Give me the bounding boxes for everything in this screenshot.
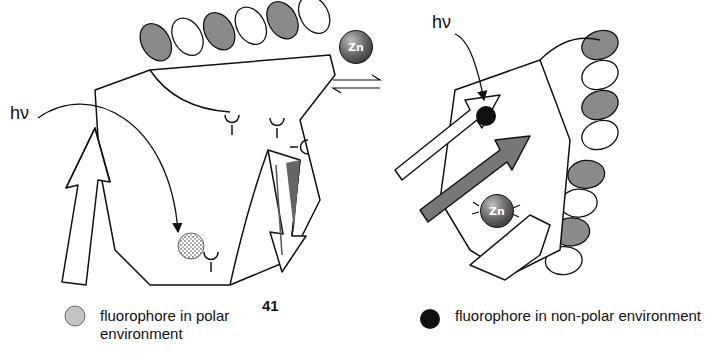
equilibrium-arrows <box>333 75 380 93</box>
ion-label: Zn <box>489 205 505 218</box>
helix-turn <box>134 18 178 67</box>
light-arrow <box>455 34 484 100</box>
compound-number: 41 <box>262 297 279 314</box>
polar-fluorophore <box>178 233 204 259</box>
zinc-ion: Zn <box>339 30 373 64</box>
helix-turn <box>197 7 241 56</box>
light-arrow <box>38 104 178 232</box>
apo-protein <box>62 55 335 285</box>
helix-turn <box>578 25 623 64</box>
helix-turn <box>578 85 623 124</box>
helix-turn <box>260 0 304 45</box>
legend-text: fluorophore in polar environment <box>100 307 275 343</box>
legend-swatch <box>420 309 440 329</box>
legend-text: fluorophore in non-polar environment <box>455 307 705 325</box>
helix-turn <box>165 12 209 61</box>
zinc-ion: Zn <box>480 194 514 228</box>
binding-sites <box>204 115 308 272</box>
helix-turn <box>229 1 273 50</box>
holo-protein <box>395 38 600 280</box>
ion-label: Zn <box>348 41 364 54</box>
nonpolar-fluorophore <box>476 106 496 126</box>
light-symbol: hν <box>10 103 29 124</box>
helix-turn <box>292 0 336 39</box>
helix-turn <box>567 159 606 190</box>
legend-swatch <box>65 306 85 326</box>
light-symbol: hν <box>432 12 451 33</box>
helix-turn <box>578 115 623 154</box>
helix-turn <box>578 55 623 94</box>
